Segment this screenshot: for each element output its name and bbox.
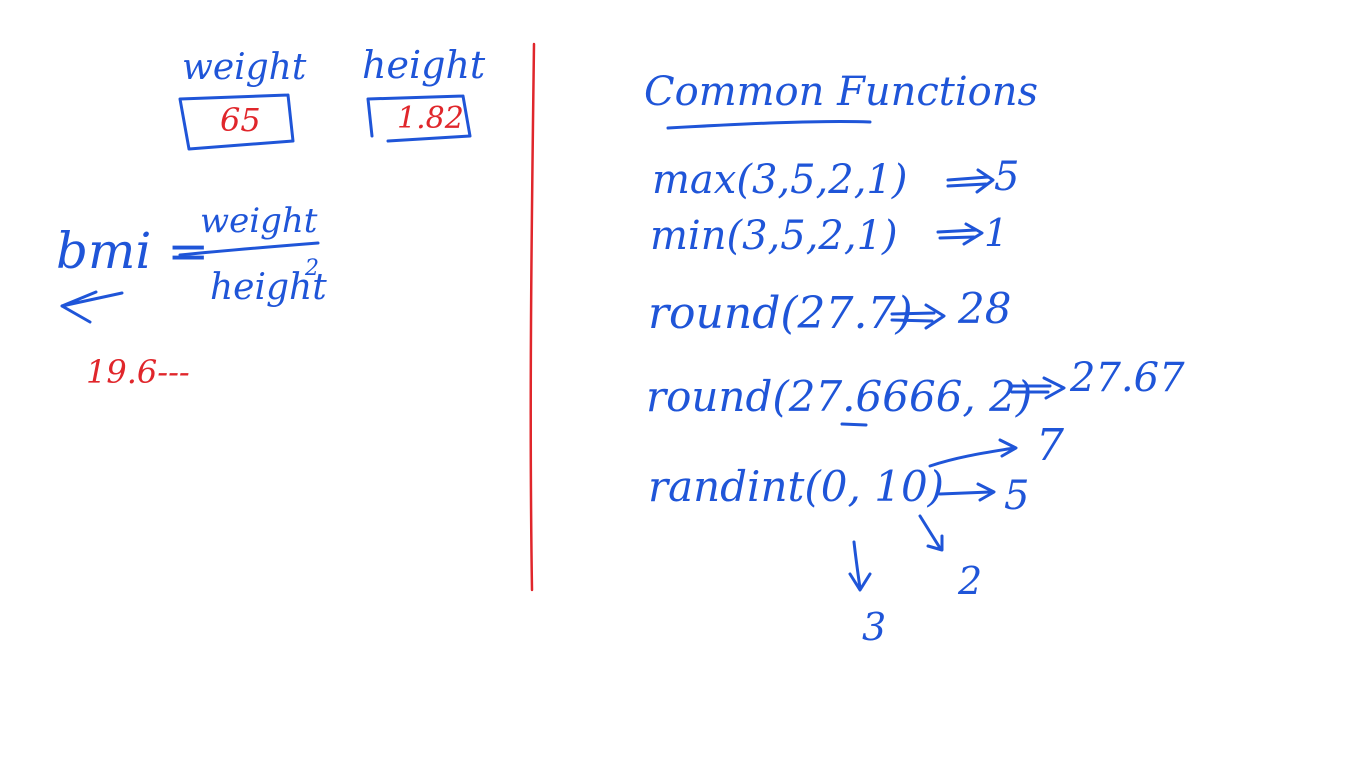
assign-arrow: [60, 290, 124, 324]
height-value: 1.82: [397, 101, 464, 136]
bmi-exponent: 2: [305, 256, 319, 281]
bmi-denominator: height: [210, 267, 327, 308]
weight-value: 65: [220, 101, 261, 139]
max-call: max(3,5,2,1): [652, 157, 908, 203]
digit-underline: [840, 422, 868, 427]
randint-outcome-2: 2: [958, 559, 983, 603]
weight-label: weight: [182, 47, 307, 88]
arrow-to-3: [848, 540, 872, 592]
min-result: 1: [984, 211, 1009, 255]
max-result: 5: [994, 154, 1020, 200]
arrow-to-2: [918, 514, 944, 552]
heading-underline: [666, 119, 872, 130]
round-call: round(27.7): [648, 288, 913, 339]
bmi-formula-lhs: bmi =: [56, 222, 210, 280]
bmi-numerator: weight: [200, 201, 318, 241]
randint-outcome-5: 5: [1004, 473, 1030, 519]
round-precision-call: round(27.6666, 2): [646, 372, 1033, 421]
min-arrow: [936, 222, 984, 246]
height-label: height: [362, 43, 486, 87]
divider-line: [529, 42, 536, 592]
bmi-result: 19.6---: [86, 353, 190, 391]
randint-outcome-7: 7: [1036, 420, 1064, 471]
min-call: min(3,5,2,1): [650, 213, 898, 259]
round-precision-result: 27.67: [1070, 355, 1185, 401]
max-arrow: [946, 168, 995, 194]
round-result: 28: [958, 284, 1012, 333]
randint-call: randint(0, 10): [648, 462, 945, 511]
randint-outcome-3: 3: [862, 605, 887, 649]
functions-heading: Common Functions: [644, 69, 1039, 115]
arrow-to-5: [938, 482, 996, 502]
